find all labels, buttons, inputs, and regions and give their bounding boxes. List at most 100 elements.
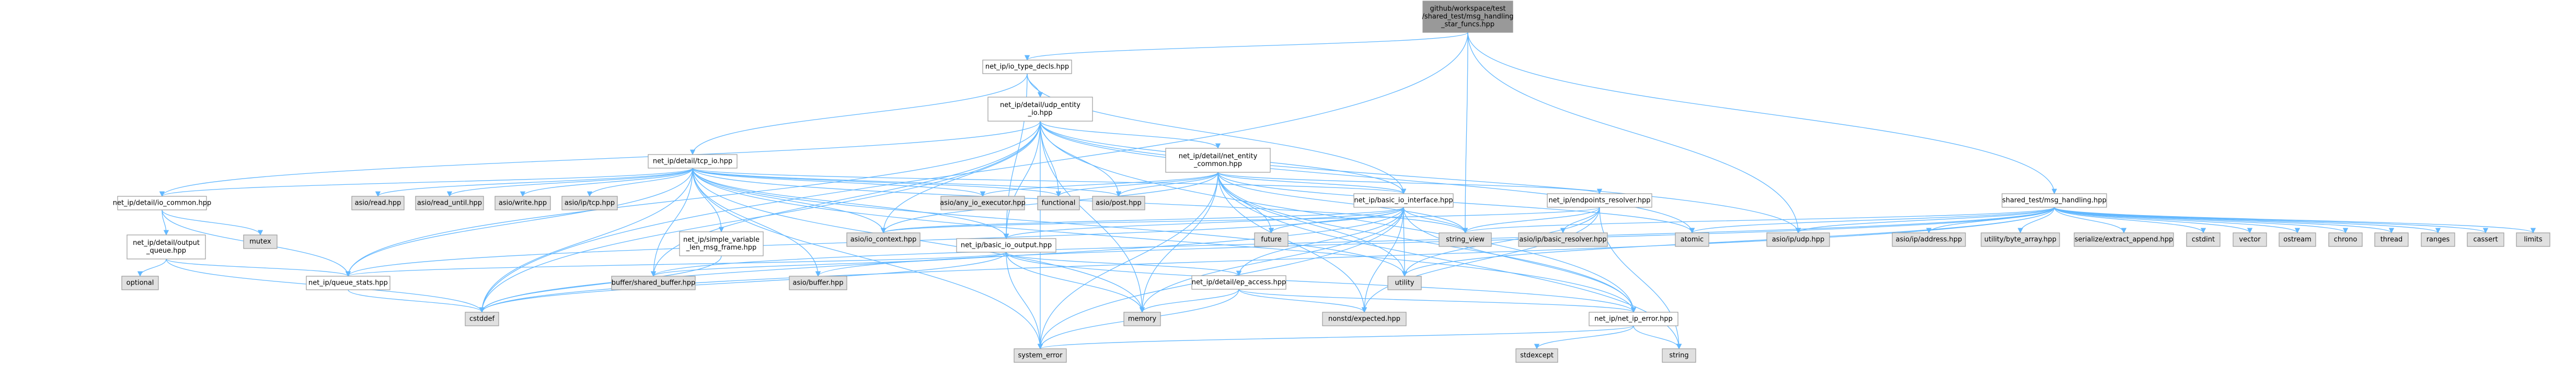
node-asio_ip_udp: asio/ip/udp.hpp (1766, 232, 1830, 247)
edge-net_entity_common-to-string_view (1217, 172, 1468, 234)
edge-basic_io_interface-to-future (1268, 207, 1404, 234)
node-box-endpoints_resolver (1547, 193, 1652, 208)
node-asio_write: asio/write.hpp (494, 196, 551, 210)
node-label-future-0: future (1261, 236, 1281, 244)
edge-basic_io_interface-to-nonstd_expected (1361, 207, 1404, 313)
edge-net_entity_common-to-memory (1139, 172, 1218, 313)
node-basic_io_interface[interactable]: net_ip/basic_io_interface.hpp (1353, 193, 1454, 208)
node-tcp_io[interactable]: net_ip/detail/tcp_io.hpp (648, 154, 738, 169)
edge-tcp_io-to-net_ip_error (692, 168, 1637, 313)
node-label-asio_basic_resolver-0: asio/ip/basic_resolver.hpp (1519, 236, 1606, 244)
node-label-queue_stats-0: net_ip/queue_stats.hpp (308, 279, 388, 287)
edge-tcp_io-to-asio_write (520, 168, 693, 197)
node-chrono: chrono (2328, 232, 2363, 247)
node-box-asio_write (494, 196, 551, 210)
node-udp_entity_io[interactable]: net_ip/detail/udp_entity_io.hpp (987, 97, 1093, 122)
edge-net_entity_common-to-atomic (1217, 172, 1695, 234)
edge-io_type_decls-to-basic_io_interface (1027, 73, 1407, 195)
node-label-udp_entity_io-1: _io.hpp (1028, 109, 1053, 117)
edge-tcp_io-to-system_error (692, 168, 1043, 350)
edge-root-to-asio_ip_udp (1467, 32, 1801, 234)
edge-udp_entity_io-to-net_entity_common (1040, 121, 1221, 149)
node-label-output_queue-0: net_ip/detail/output (133, 239, 200, 247)
node-net_ip_error[interactable]: net_ip/net_ip_error.hpp (1589, 312, 1678, 326)
node-box-cstdint (2186, 232, 2221, 247)
edge-msg_handling-to-limits (2054, 207, 2536, 234)
node-label-mutex-0: mutex (249, 238, 271, 246)
edge-ep_access-to-net_ip_error (1238, 289, 1636, 313)
node-box-net_ip_error (1589, 312, 1678, 326)
node-label-udp_entity_io-0: net_ip/detail/udp_entity (1000, 101, 1080, 109)
edge-queue_stats-to-cstddef (348, 289, 485, 313)
node-label-byte_array-0: utility/byte_array.hpp (1984, 236, 2056, 244)
node-box-output_queue (126, 234, 206, 259)
node-label-string_view-0: string_view (1446, 236, 1485, 244)
node-box-asio_io_context (846, 232, 921, 247)
edge-tcp_io-to-cstddef (479, 168, 693, 313)
node-box-stdexcept (1515, 348, 1558, 363)
node-output_queue[interactable]: net_ip/detail/output_queue.hpp (126, 234, 206, 259)
node-label-asio_buffer-0: asio/buffer.hpp (792, 279, 843, 287)
edge-ep_access-to-memory (1139, 289, 1239, 313)
node-limits: limits (2516, 232, 2550, 247)
node-label-root-2: _star_funcs.hpp (1441, 21, 1494, 29)
node-box-string_view (1439, 232, 1492, 247)
edge-root-to-io_type_decls (1025, 32, 1468, 61)
node-memory: memory (1123, 312, 1161, 326)
node-asio_buffer: asio/buffer.hpp (789, 276, 847, 290)
node-label-optional-0: optional (126, 279, 154, 287)
node-basic_io_output[interactable]: net_ip/basic_io_output.hpp (956, 238, 1056, 253)
edge-net_entity_common-to-future (1217, 172, 1274, 234)
node-label-io_type_decls-0: net_ip/io_type_decls.hpp (985, 63, 1069, 71)
node-ep_access[interactable]: net_ip/detail/ep_access.hpp (1191, 275, 1286, 290)
node-system_error: system_error (1014, 348, 1067, 363)
node-functional: functional (1037, 196, 1080, 210)
edge-basic_io_interface-to-asio_io_context (881, 207, 1404, 234)
edge-net_ip_error-to-string (1633, 325, 1682, 350)
node-box-simple_variable_len (679, 231, 764, 256)
edge-udp_entity_io-to-io_common (159, 121, 1041, 197)
edge-msg_handling-to-extract_append (2054, 207, 2127, 234)
edge-basic_io_output-to-queue_stats (346, 252, 1007, 277)
node-label-chrono-0: chrono (2334, 236, 2358, 244)
edge-net_entity_common-to-nonstd_expected (1217, 172, 1367, 313)
node-label-asio_read_until-0: asio/read_until.hpp (417, 199, 482, 207)
node-box-asio_read (351, 196, 405, 210)
node-box-asio_post (1092, 196, 1145, 210)
node-box-io_type_decls (982, 60, 1072, 74)
node-label-functional-0: functional (1042, 199, 1076, 207)
node-box-atomic (1675, 232, 1709, 247)
edge-msg_handling-to-cstddef (479, 207, 2055, 313)
edge-output_queue-to-queue_stats (166, 258, 351, 277)
node-box-net_entity_common (1165, 148, 1271, 173)
node-cassert: cassert (2467, 232, 2504, 247)
edge-net_entity_common-to-endpoints_resolver (1217, 172, 1602, 195)
edge-udp_entity_io-to-cstddef (479, 121, 1041, 313)
node-box-ep_access (1191, 275, 1286, 290)
node-box-cstddef (465, 312, 499, 326)
node-root[interactable]: github/workspace/test/shared_test/msg_ha… (1422, 1, 1514, 33)
node-asio_read_until: asio/read_until.hpp (415, 196, 484, 210)
node-box-functional (1037, 196, 1080, 210)
node-box-asio_ip_address (1892, 232, 1966, 247)
edge-msg_handling-to-chrono (2054, 207, 2348, 234)
node-box-asio_ip_tcp (561, 196, 618, 210)
node-label-net_entity_common-0: net_ip/detail/net_entity (1179, 152, 1258, 160)
node-optional: optional (121, 276, 159, 290)
edge-udp_entity_io-to-asio_io_context (880, 121, 1041, 234)
node-io_type_decls[interactable]: net_ip/io_type_decls.hpp (982, 60, 1072, 74)
node-msg_handling[interactable]: shared_test/msg_handling.hpp (2002, 193, 2107, 208)
node-label-asio_write-0: asio/write.hpp (499, 199, 547, 207)
edge-layer (137, 32, 2536, 350)
node-box-queue_stats (306, 276, 390, 290)
edge-io_common-to-mutex (162, 209, 263, 236)
node-asio_post: asio/post.hpp (1092, 196, 1145, 210)
node-label-asio_any_io_executor-0: asio/any_io_executor.hpp (940, 199, 1026, 207)
node-io_common[interactable]: net_ip/detail/io_common.hpp (113, 196, 212, 210)
node-label-cassert-0: cassert (2473, 236, 2498, 244)
node-endpoints_resolver[interactable]: net_ip/endpoints_resolver.hpp (1547, 193, 1652, 208)
node-simple_variable_len[interactable]: net_ip/simple_variable_len_msg_frame.hpp (679, 231, 764, 256)
node-queue_stats[interactable]: net_ip/queue_stats.hpp (306, 276, 390, 290)
node-net_entity_common[interactable]: net_ip/detail/net_entity_common.hpp (1165, 148, 1271, 173)
